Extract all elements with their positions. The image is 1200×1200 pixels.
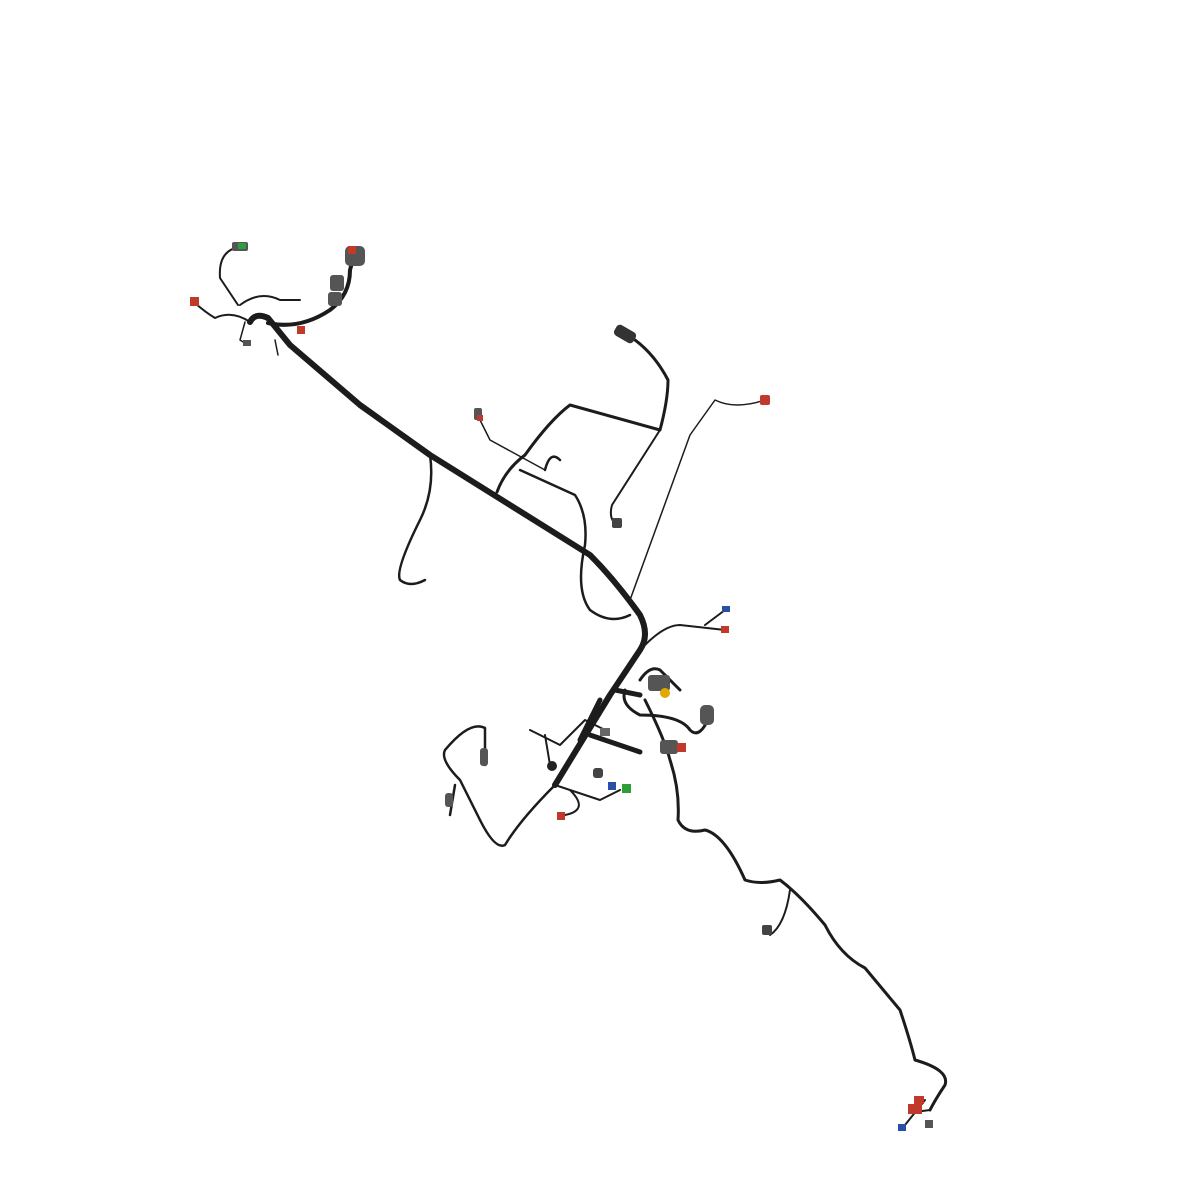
connector-green [238,243,246,249]
branch-topleft-b [218,246,301,306]
connector-gray [648,675,670,691]
branch-upper-arc [495,338,670,494]
connector-gray [328,292,342,306]
branch-right-down [609,429,661,526]
harness-wires [194,246,948,1126]
connector-yellow [660,688,670,698]
connector-red [721,626,729,633]
connector-gray [600,728,610,736]
connector-round [547,761,557,771]
connector-gray [612,518,622,528]
branch-left-lower [442,725,557,847]
connector-gray [925,1120,933,1128]
connector-blue [722,606,730,612]
connector-gray [660,740,678,754]
branch-topleft-c [266,250,357,327]
connector-red [297,326,305,334]
harness-connectors [190,242,933,1131]
connector-blue [898,1124,906,1131]
connector-red [477,415,483,421]
main-trunk [247,312,648,788]
branch-long-lower [643,698,948,1112]
branch-right-short [644,609,726,646]
trunk-branch-lower [577,687,643,755]
branch-lower-connectors [529,719,621,816]
connector-gray [762,925,772,935]
connector-gray [480,748,488,766]
connector-red [908,1104,922,1114]
connector-red [190,297,199,306]
branch-long-lower-spur [769,889,931,1126]
connector-red [914,1096,924,1104]
branch-thin-right [629,399,766,601]
branch-middle [518,455,632,621]
connector-gray [613,324,637,344]
connector-gray [445,793,453,807]
branch-thin-top [479,419,546,471]
branch-right-cluster [622,667,712,735]
branch-topleft-a [194,302,251,323]
connector-green [622,784,631,793]
connector-gray [243,340,251,346]
connector-red [760,395,770,405]
connector-red [677,743,686,752]
branch-left-loop [398,453,433,586]
connector-red [348,246,356,254]
connector-gray [593,768,603,778]
connector-gray [330,275,344,291]
connector-red [557,812,565,820]
connector-gray [700,705,714,725]
connector-blue [608,782,616,790]
